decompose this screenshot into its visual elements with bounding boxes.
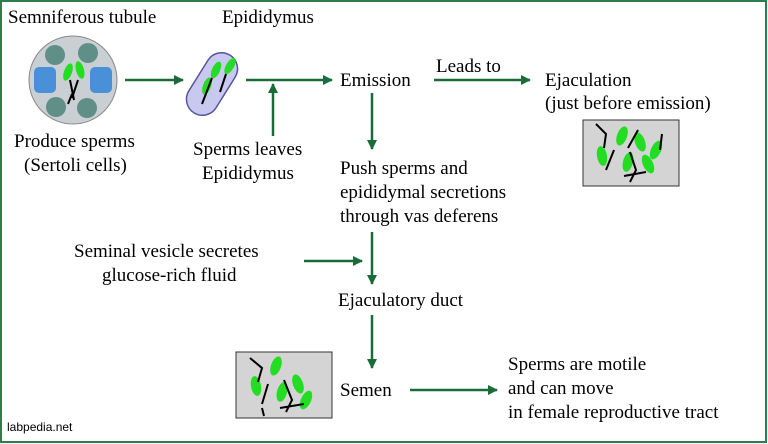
- label-sperms-motile: Sperms are motile: [508, 354, 646, 375]
- label-seminiferous-tubule: Semniferous tubule: [8, 7, 156, 28]
- label-sertoli-cells: (Sertoli cells): [24, 155, 127, 176]
- seminiferous-tubule-illustration: [28, 35, 118, 125]
- label-epididymal-secretions: epididymal secretions: [340, 182, 506, 203]
- label-ejaculation-note: (just before emission): [545, 93, 711, 114]
- label-emission: Emission: [340, 70, 411, 91]
- label-push-sperms: Push sperms and: [340, 158, 468, 179]
- label-female-tract: in female reproductive tract: [508, 402, 719, 423]
- label-seminal-vesicle: Seminal vesicle secretes: [74, 241, 259, 262]
- label-epididymus: Epididymus: [222, 7, 314, 28]
- ejaculation-sample-illustration: [582, 119, 680, 187]
- label-sperms-leaves-epididymus: Epididymus: [202, 163, 294, 184]
- label-ejaculation: Ejaculation: [545, 70, 632, 91]
- watermark: labpedia.net: [7, 420, 73, 434]
- epididymus-illustration: [185, 51, 239, 117]
- flow-arrows: [125, 75, 531, 395]
- label-semen: Semen: [340, 380, 392, 401]
- label-vas-deferens: through vas deferens: [340, 206, 498, 227]
- label-can-move: and can move: [508, 378, 614, 399]
- label-ejaculatory-duct: Ejaculatory duct: [338, 290, 464, 311]
- label-leads-to: Leads to: [436, 56, 501, 77]
- label-produce-sperms: Produce sperms: [14, 131, 135, 152]
- semen-sample-illustration: [235, 351, 333, 419]
- label-glucose-rich-fluid: glucose-rich fluid: [102, 265, 237, 286]
- label-sperms-leaves: Sperms leaves: [193, 139, 302, 160]
